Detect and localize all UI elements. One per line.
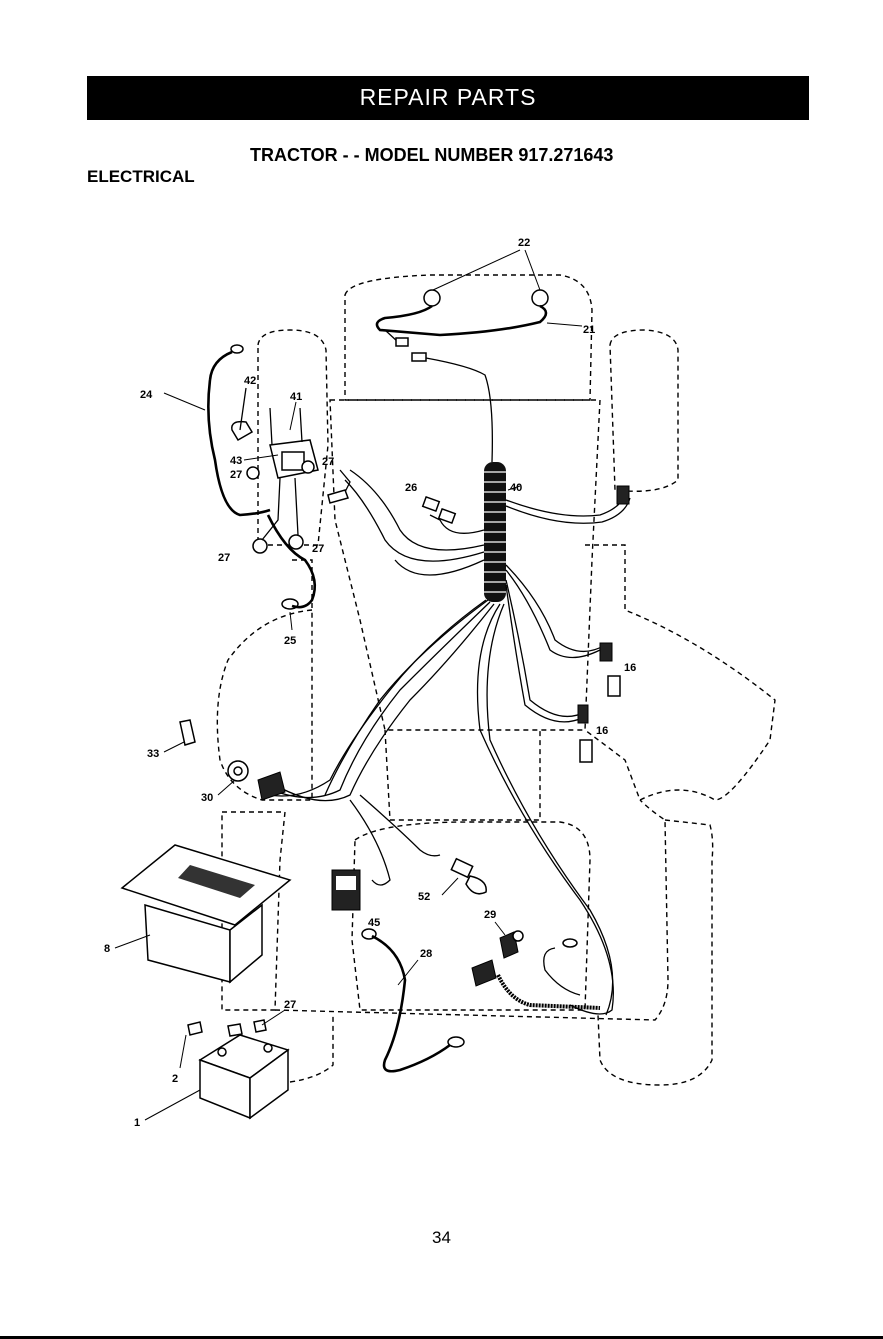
callout-1: 1: [134, 1117, 140, 1129]
callout-27-b: 27: [322, 456, 334, 468]
ground-cables: [164, 345, 315, 630]
headlight-harness: [377, 250, 582, 462]
callout-29: 29: [484, 909, 496, 921]
callout-2: 2: [172, 1073, 178, 1085]
callout-43: 43: [230, 455, 242, 467]
callout-52: 52: [418, 891, 430, 903]
callout-30: 30: [201, 792, 213, 804]
callout-27-c: 27: [218, 552, 230, 564]
callout-26: 26: [405, 482, 417, 494]
callout-28: 28: [420, 948, 432, 960]
callout-33: 33: [147, 748, 159, 760]
callout-27-a: 27: [230, 469, 242, 481]
callout-16-b: 16: [596, 725, 608, 737]
callout-25: 25: [284, 635, 296, 647]
connectors: [423, 486, 629, 895]
callout-27-d: 27: [312, 543, 324, 555]
callout-8: 8: [104, 943, 110, 955]
seat-switch-cables: [332, 870, 600, 1071]
callout-41: 41: [290, 391, 302, 403]
callout-27-e: 27: [284, 999, 296, 1011]
battery: [145, 1010, 288, 1120]
callout-22: 22: [518, 237, 530, 249]
ignition-switch: [164, 720, 285, 800]
callout-24: 24: [140, 389, 153, 401]
callout-labels: 22 21 24 42 41 43 27 27 26 40 27 27 25 1…: [104, 237, 636, 1129]
callout-45: 45: [368, 917, 380, 929]
battery-box: [115, 845, 290, 982]
callout-16-a: 16: [624, 662, 636, 674]
callout-40: 40: [510, 482, 522, 494]
page-number: 34: [0, 1228, 883, 1248]
callout-42: 42: [244, 375, 256, 387]
callout-21: 21: [583, 324, 595, 336]
